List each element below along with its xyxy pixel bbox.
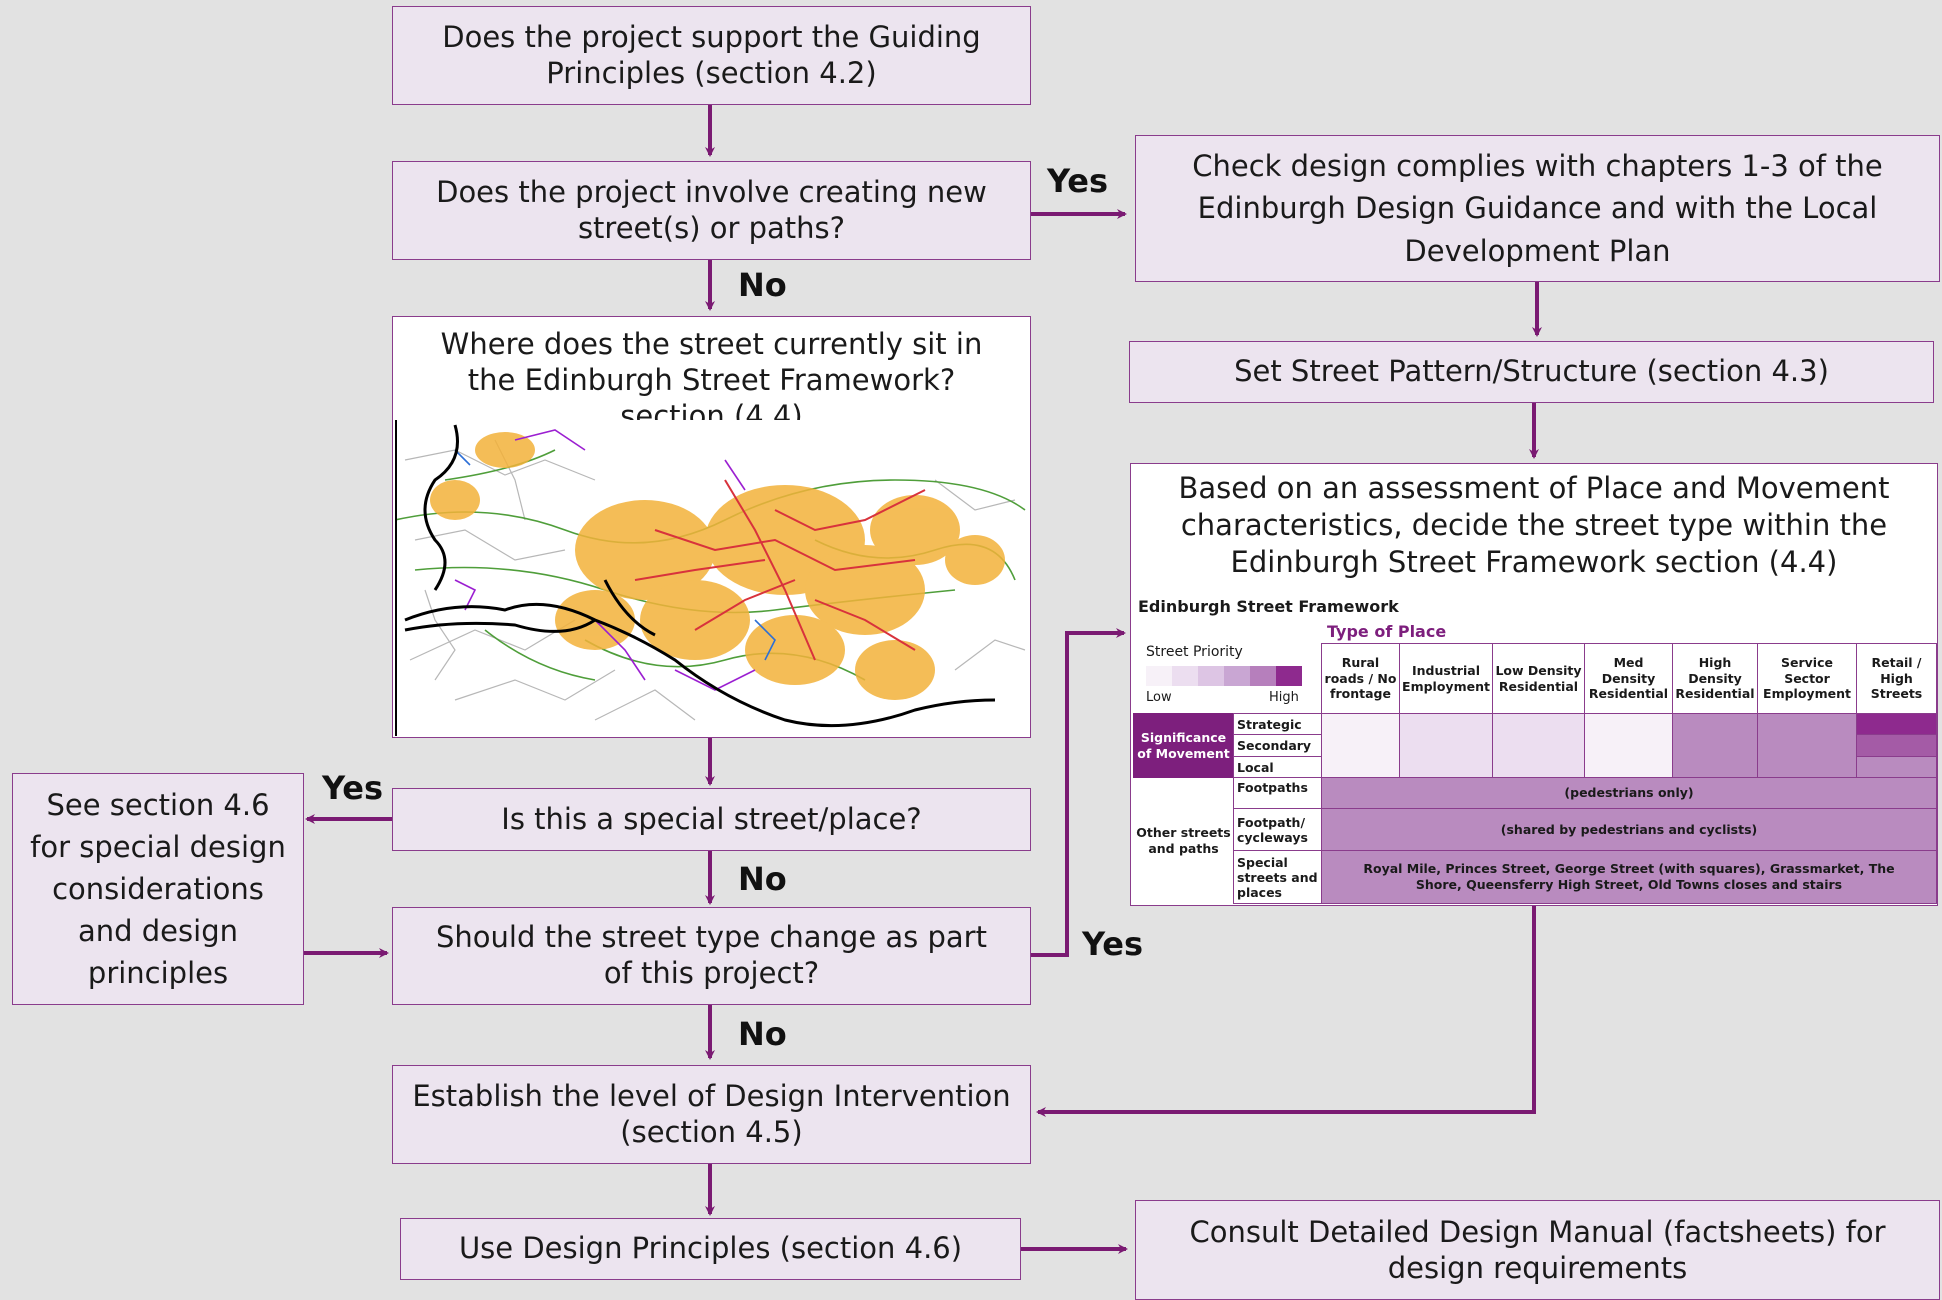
check-design-step: Check design complies with chapters 1-3 …	[1135, 135, 1940, 282]
cell-retail-local	[1856, 756, 1937, 778]
col-header-industrial: Industrial Employment	[1399, 643, 1493, 714]
cell-retail-secondary	[1856, 734, 1937, 757]
see-section-4-6-note: See section 4.6 for special design consi…	[12, 773, 304, 1005]
row-strategic: Strategic	[1233, 713, 1322, 735]
street-priority-label: Street Priority	[1146, 644, 1243, 660]
label-yes-change: Yes	[1082, 925, 1143, 963]
scale-low-label: Low	[1146, 690, 1172, 705]
cycleways-note: (shared by pedestrians and cyclists)	[1321, 808, 1937, 851]
col-header-service-sector: Service Sector Employment	[1757, 643, 1857, 714]
special-streets-note: Royal Mile, Princes Street, George Stree…	[1321, 850, 1937, 904]
label-yes-special: Yes	[322, 769, 383, 807]
scale-high-label: High	[1269, 690, 1299, 705]
significance-of-movement-label: Significance of Movement	[1133, 713, 1234, 778]
cell-rural	[1321, 713, 1400, 778]
assessment-framework-box: Based on an assessment of Place and Move…	[1130, 463, 1938, 906]
row-footpaths: Footpaths	[1233, 777, 1322, 809]
arrow-assessment-to-establish	[1036, 906, 1536, 1117]
use-design-principles-step: Use Design Principles (section 4.6)	[400, 1218, 1021, 1280]
row-local: Local	[1233, 756, 1322, 778]
change-street-type-question: Should the street type change as part of…	[392, 907, 1031, 1005]
where-street-question: Where does the street currently sit in t…	[440, 327, 983, 433]
cell-industrial	[1399, 713, 1493, 778]
col-header-med-density: Med Density Residential	[1584, 643, 1673, 714]
col-header-rural: Rural roads / No frontage	[1321, 643, 1400, 714]
type-of-place-label: Type of Place	[1327, 622, 1447, 641]
cell-service-sector	[1757, 713, 1857, 778]
row-cycleways: Footpath/ cycleways	[1233, 808, 1322, 851]
cell-med-density	[1584, 713, 1673, 778]
label-no-special: No	[738, 860, 787, 898]
footpaths-note: (pedestrians only)	[1321, 777, 1937, 809]
edinburgh-street-map	[395, 420, 1029, 736]
arrow-change-to-assessment	[1031, 628, 1126, 957]
establish-design-intervention-step: Establish the level of Design Interventi…	[392, 1065, 1031, 1164]
guiding-principles-question: Does the project support the Guiding Pri…	[392, 6, 1031, 105]
cell-retail-strategic	[1856, 713, 1937, 735]
special-street-question: Is this a special street/place?	[392, 788, 1031, 851]
label-yes-new-streets: Yes	[1047, 162, 1108, 200]
other-streets-label: Other streets and paths	[1136, 824, 1231, 856]
set-street-pattern-step: Set Street Pattern/Structure (section 4.…	[1129, 341, 1934, 403]
street-framework-map-box: Where does the street currently sit in t…	[392, 316, 1031, 738]
row-secondary: Secondary	[1233, 734, 1322, 757]
cell-high-density	[1672, 713, 1758, 778]
col-header-low-density: Low Density Residential	[1492, 643, 1585, 714]
label-no-new-streets: No	[738, 266, 787, 304]
cell-low-density	[1492, 713, 1585, 778]
col-header-retail: Retail / High Streets	[1856, 643, 1937, 714]
row-special-streets: Special streets and places	[1233, 850, 1322, 904]
new-streets-question: Does the project involve creating new st…	[392, 161, 1031, 260]
consult-design-manual-step: Consult Detailed Design Manual (factshee…	[1135, 1200, 1940, 1300]
col-header-high-density: High Density Residential	[1672, 643, 1758, 714]
assessment-step: Based on an assessment of Place and Move…	[1178, 471, 1890, 579]
framework-title: Edinburgh Street Framework	[1138, 597, 1399, 616]
label-no-change: No	[738, 1015, 787, 1053]
street-priority-scale	[1146, 666, 1302, 686]
